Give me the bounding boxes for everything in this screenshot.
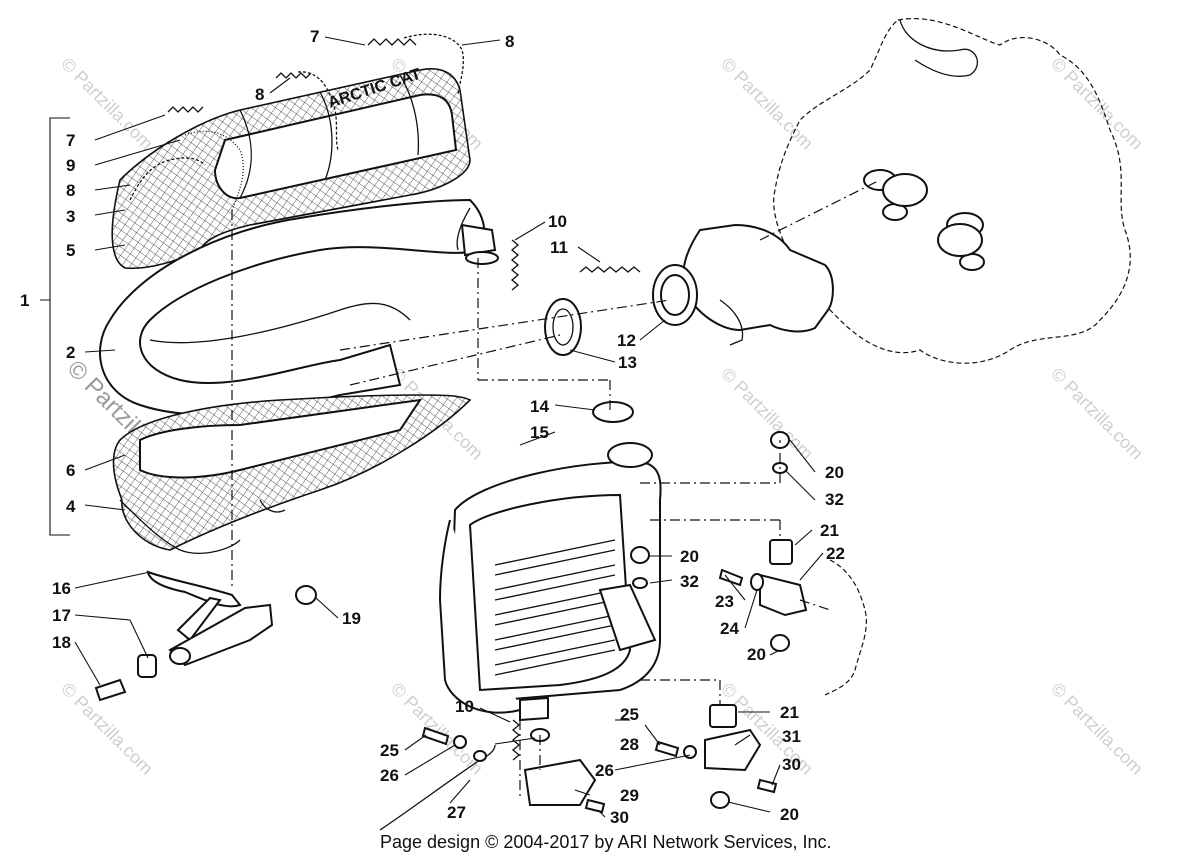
callout-3: 3 bbox=[66, 207, 75, 226]
watermark: © Partzilla.com bbox=[717, 54, 817, 154]
callout-26-a: 26 bbox=[380, 766, 399, 785]
callout-13: 13 bbox=[618, 353, 637, 372]
callout-7-left: 7 bbox=[66, 131, 75, 150]
callout-24: 24 bbox=[720, 619, 739, 638]
callout-22: 22 bbox=[826, 544, 845, 563]
callout-32-b: 32 bbox=[680, 572, 699, 591]
assembly-lines bbox=[231, 179, 881, 800]
callout-labels: 1 2 3 4 5 6 7 7 8 8 8 9 10 10 11 12 13 1… bbox=[20, 27, 845, 827]
callout-16: 16 bbox=[52, 579, 71, 598]
callout-8-top: 8 bbox=[255, 85, 264, 104]
mount-hardware-lower bbox=[379, 726, 606, 831]
watermark: © Partzilla.com bbox=[1047, 364, 1147, 464]
callout-4: 4 bbox=[66, 497, 76, 516]
callout-26-b: 26 bbox=[595, 761, 614, 780]
callout-10-bottom: 10 bbox=[455, 697, 474, 716]
callout-27: 27 bbox=[447, 803, 466, 822]
callout-29: 29 bbox=[620, 786, 639, 805]
expansion-chamber bbox=[99, 198, 499, 416]
footer-credit: Page design © 2004-2017 by ARI Network S… bbox=[380, 832, 832, 852]
springs-top bbox=[129, 33, 464, 211]
watermark: © Partzilla.com bbox=[1047, 54, 1147, 154]
callout-17: 17 bbox=[52, 606, 71, 625]
watermark: © Partzilla.com bbox=[717, 364, 817, 464]
callout-7-top: 7 bbox=[310, 27, 319, 46]
callout-20-b: 20 bbox=[680, 547, 699, 566]
callout-20-c: 20 bbox=[747, 645, 766, 664]
callout-9: 9 bbox=[66, 156, 75, 175]
callout-28: 28 bbox=[620, 735, 639, 754]
engine-outline bbox=[773, 18, 1131, 364]
callout-20-a: 20 bbox=[825, 463, 844, 482]
callout-19: 19 bbox=[342, 609, 361, 628]
mount-hardware-right bbox=[630, 431, 808, 809]
muffler bbox=[438, 401, 662, 722]
lower-heat-shield bbox=[112, 394, 472, 554]
callout-14: 14 bbox=[530, 397, 549, 416]
callout-8-left: 8 bbox=[66, 181, 75, 200]
leader-lines bbox=[74, 36, 824, 818]
engine-detail bbox=[899, 19, 979, 77]
callout-1: 1 bbox=[20, 291, 29, 310]
callout-11: 11 bbox=[550, 238, 568, 257]
callout-6: 6 bbox=[66, 461, 75, 480]
callout-25-b: 25 bbox=[620, 705, 639, 724]
callout-2: 2 bbox=[66, 343, 75, 362]
hanger-bracket bbox=[94, 570, 317, 702]
engine-studs bbox=[863, 169, 985, 271]
callout-31: 31 bbox=[782, 727, 801, 746]
callout-20-d: 20 bbox=[780, 805, 799, 824]
callout-10-top: 10 bbox=[548, 212, 567, 231]
callout-30-b: 30 bbox=[610, 808, 629, 827]
muffler-ribs bbox=[494, 539, 616, 676]
callout-21-b: 21 bbox=[780, 703, 799, 722]
callout-8-topright: 8 bbox=[505, 32, 514, 51]
callout-18: 18 bbox=[52, 633, 71, 652]
group-bracket bbox=[40, 117, 70, 536]
callout-25-a: 25 bbox=[380, 741, 399, 760]
callout-12: 12 bbox=[617, 331, 636, 350]
callout-23: 23 bbox=[715, 592, 734, 611]
callout-5: 5 bbox=[66, 241, 75, 260]
callout-30-a: 30 bbox=[782, 755, 801, 774]
watermark: © Partzilla.com bbox=[1047, 679, 1147, 779]
exhaust-manifold bbox=[544, 223, 834, 356]
springs-mid bbox=[510, 239, 641, 761]
callout-15: 15 bbox=[530, 423, 549, 442]
callout-21-a: 21 bbox=[820, 521, 839, 540]
callout-32-a: 32 bbox=[825, 490, 844, 509]
frame-outline bbox=[824, 559, 867, 696]
upper-heat-shield: ARCTIC CAT bbox=[111, 66, 471, 270]
